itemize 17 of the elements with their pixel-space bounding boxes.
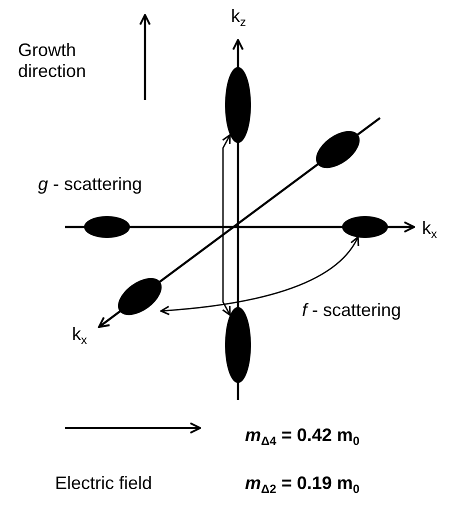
axis-label: Growth direction [18,40,88,82]
scattering-arrow [222,134,231,316]
valley-ellipse [316,131,360,169]
valley-ellipse [225,307,251,383]
axis-label: k$_{x}$ [72,324,87,349]
axis-label: Electric field [55,473,152,494]
valley-ellipse [225,67,251,143]
effective-mass-label: m$_{Δ4}$ = 0.42 m$_{0}$ [245,425,360,450]
axis-label: k$_{z}$ [231,6,246,31]
valley-ellipse [342,216,388,238]
annotation-label: g - scattering [38,174,142,195]
effective-mass-label: m$_{Δ2}$ = 0.19 m$_{0}$ [245,473,360,498]
valley-ellipse [118,278,162,316]
axis-label: k$_{x}$ [422,218,437,243]
annotation-label: f - scattering [302,300,402,321]
scattering-arrow [160,236,359,316]
valley-ellipse [84,216,130,238]
